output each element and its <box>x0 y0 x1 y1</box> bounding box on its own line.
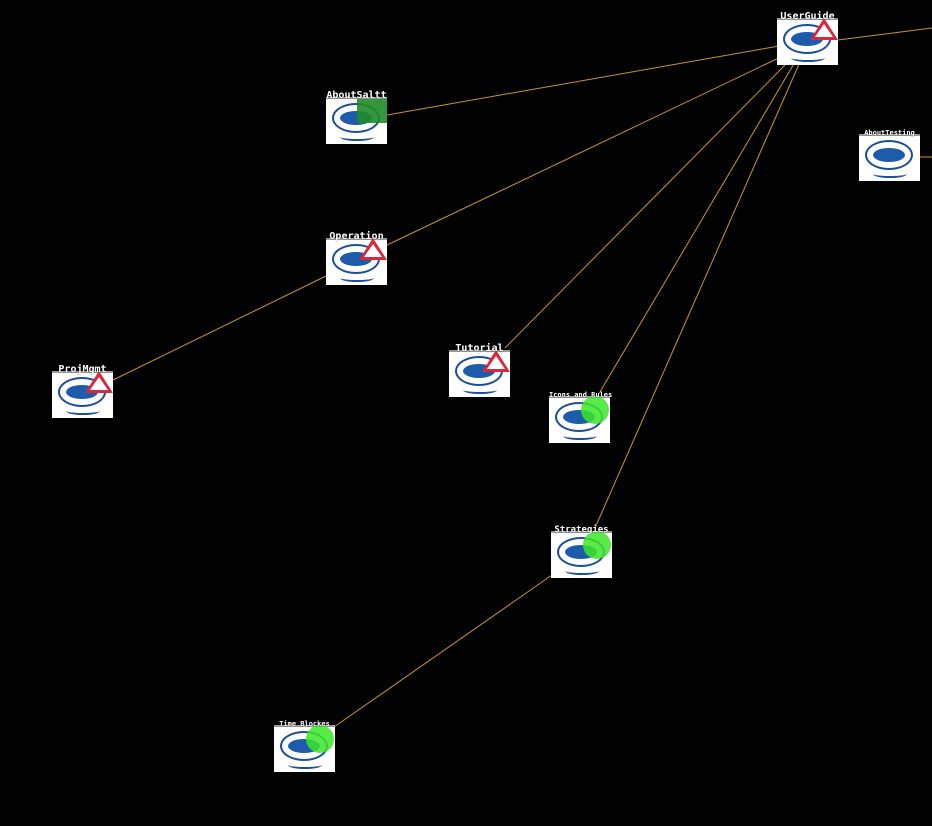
node-label: UserGuide <box>780 11 835 22</box>
warning-icon <box>85 371 113 393</box>
node-tutorial[interactable]: Tutorial <box>449 344 510 397</box>
edge <box>386 44 786 116</box>
progress-icon <box>581 396 609 424</box>
edge <box>596 61 796 398</box>
node-thumbnail <box>859 134 920 181</box>
node-label: Operation <box>329 231 384 242</box>
node-operation[interactable]: Operation <box>326 232 387 285</box>
node-time-blockes[interactable]: Time Blockes <box>274 719 335 772</box>
edge <box>112 275 327 381</box>
edge <box>504 59 791 349</box>
node-icons-and-rules[interactable]: Icons and Rules <box>549 390 613 443</box>
node-label: Tutorial <box>455 343 504 354</box>
warning-icon <box>359 238 387 260</box>
progress-icon <box>306 725 334 753</box>
node-label: ProjMgmt <box>58 364 107 375</box>
node-label: Icons and Rules <box>549 391 613 399</box>
node-label: AboutSaltt <box>326 90 387 101</box>
node-label: AboutTesting <box>864 129 915 137</box>
node-projmgmt[interactable]: ProjMgmt <box>52 365 113 418</box>
node-strategies[interactable]: Strategies <box>551 525 612 578</box>
node-thumbnail <box>52 371 113 418</box>
node-label: Time Blockes <box>279 720 330 728</box>
edge <box>384 54 786 247</box>
edge <box>333 574 553 728</box>
progress-icon <box>583 531 611 559</box>
node-abouttesting[interactable]: AboutTesting <box>859 128 920 181</box>
node-label: Strategies <box>554 525 609 535</box>
edge <box>837 27 932 41</box>
warning-icon <box>482 350 510 372</box>
node-userguide[interactable]: UserGuide <box>777 12 838 65</box>
warning-icon <box>810 18 838 40</box>
check-icon <box>357 99 387 123</box>
node-aboutsaltt[interactable]: AboutSaltt <box>326 91 387 144</box>
edge <box>594 61 801 529</box>
